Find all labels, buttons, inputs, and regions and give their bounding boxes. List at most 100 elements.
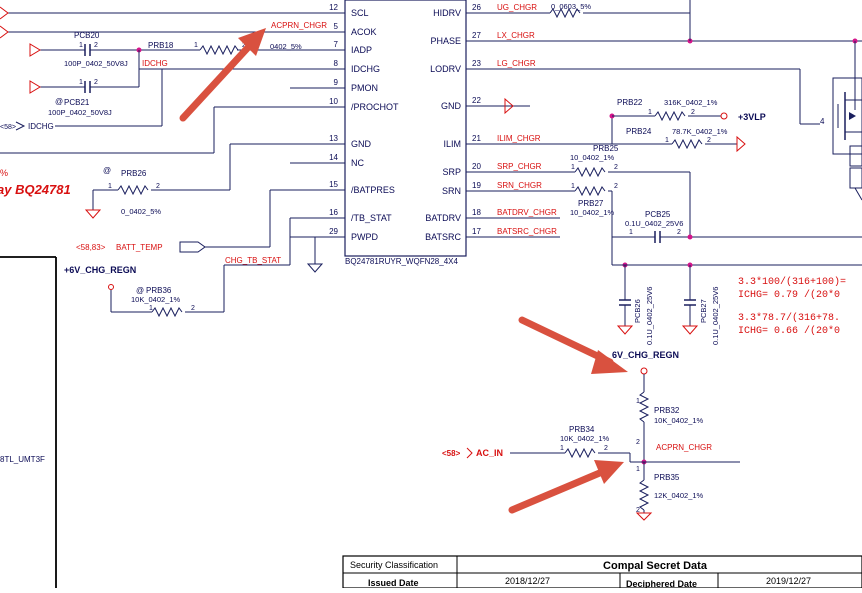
net-ilim: ILIM_CHGR [497,134,541,143]
net-acprn-top: ACPRN_CHGR [271,21,327,30]
prb22-pin2: 2 [691,109,695,116]
pcb20-value: 100P_0402_50V8J [64,59,128,68]
gnd-prb26 [84,209,102,219]
net-ac-in: AC_IN [476,448,503,458]
pin-num-19: 19 [472,181,481,190]
net-srn: SRN_CHGR [497,181,542,190]
net-idchg: IDCHG [142,59,168,68]
annotation-arrows [179,28,628,514]
prb32-pin1: 1 [636,398,640,405]
batt-temp-port [179,241,206,253]
charger-ic[interactable]: BQ24781RUYR_WQFN28_4X4 [344,0,467,266]
prb36-pin2: 2 [191,305,195,312]
prb26-resistor [117,184,149,196]
pin-name-batdrv: BATDRV [425,213,461,223]
net-lg: LG_CHGR [497,59,536,68]
formula-3: 3.3*78.7/(316+78. [738,312,840,324]
pin-num-20: 20 [472,162,481,171]
arrow-acprn [508,460,624,514]
prb32-pin2: 2 [636,439,640,446]
pin-num-15: 15 [329,180,338,189]
pin-num-21: 21 [472,134,481,143]
pin-num-8: 8 [334,59,339,68]
pin-name-lodrv: LODRV [430,64,461,74]
prb34-pin1: 1 [560,445,564,452]
pin-name-scl: SCL [351,8,369,18]
arrow-acok [179,28,266,122]
left-percent: % [0,168,8,178]
pcb21-pin1: 1 [79,79,83,86]
pin-num-16: 16 [329,208,338,217]
pin-num-26: 26 [472,3,481,12]
pin-num-22: 22 [472,96,481,105]
deciphered-label: Deciphered Date [626,579,697,588]
pcb21-at: @ [55,97,63,106]
formula-2: ICHG= 0.79 /(20*0 [738,289,840,301]
pin-num-18: 18 [472,208,481,217]
left-title: ay BQ24781 [0,182,71,197]
prb18-ref: PRB18 [148,41,174,50]
prb25-ref: PRB25 [593,144,619,153]
net-chg-tb-stat: CHG_TB_STAT [225,256,281,265]
pin-num-14: 14 [329,153,338,162]
pin-name-pwpd: PWPD [351,232,379,242]
pin-num-23: 23 [472,59,481,68]
prb18-pin1: 1 [194,42,198,49]
left-network: ACPRN_CHGR PCB20 1 2 100P_0402_50V8J PRB… [0,6,327,588]
pin-num-10: 10 [329,97,338,106]
pcb20-ref: PCB20 [74,31,100,40]
pcb21-value: 100P_0402_50V8J [48,108,112,117]
gnd-pcb20 [29,43,41,57]
prb24-resistor [671,138,703,150]
pin-num-9: 9 [334,78,339,87]
net-regn-left: +6V_CHG_REGN [64,265,136,275]
offpage-sda [0,25,9,39]
prb24-pin2: 2 [707,137,711,144]
pin-name-hidrv: HIDRV [433,8,461,18]
issued-date: 2018/12/27 [505,576,550,586]
pcb26-ref: PCB26 [633,299,642,323]
regn-source [108,284,114,290]
prb34-value: 10K_0402_1% [560,434,610,443]
idchg-ref-page: <58> [0,124,16,131]
net-regn-mid: 6V_CHG_REGN [612,350,679,360]
prb27-pin2: 2 [614,183,618,190]
prb35-pin2: 2 [636,507,640,514]
ic-part-number: BQ24781RUYR_WQFN28_4X4 [345,257,458,266]
net-3vlp: +3VLP [738,112,766,122]
prb24-value: 78.7K_0402_1% [672,127,728,136]
pcb27-ref: PCB27 [699,299,708,323]
net-ug: UG_CHGR [497,3,537,12]
pcb25-ref: PCB25 [645,210,671,219]
mosfet-gate-pin: 4 [820,117,825,126]
batt-temp-ref: <58,83> [76,243,106,252]
prb25-resistor [574,166,606,178]
ic-left-pins: 12 SCL 5 ACOK 7 IADP 8 IDCHG 9 PMON 10 /… [290,3,399,242]
prb26-value: 0_0402_5% [121,207,161,216]
pcb26-value: 0.1U_0402_25V6 [645,287,654,345]
security-label: Security Classification [350,560,438,570]
prb32-value: 10K_0402_1% [654,416,704,425]
pin-name-acok: ACOK [351,27,377,37]
gnd-prb35 [635,512,653,521]
gnd-pin22 [504,97,514,115]
prb36-pin1: 1 [149,305,153,312]
title-block: Security Classification Compal Secret Da… [342,555,862,589]
prb26-at: @ [103,166,111,175]
pin-name-srn: SRN [442,186,461,196]
ac-in-ref: <58> [442,449,461,458]
prb27-pin1: 1 [571,183,575,190]
prb24-ref: PRB24 [626,127,652,136]
prb36-ref: PRB36 [146,286,172,295]
formula-1: 3.3*100/(316+100)= [738,276,846,288]
prb34-pin2: 2 [604,445,608,452]
right-network: UG_CHGR 0_0603_5% LX_CHGR LG_CHGR 4 [497,0,862,345]
formula-4: ICHG= 0.66 /(20*0 [738,325,840,337]
issued-label: Issued Date [368,578,419,588]
pin-name-pmon: PMON [351,83,378,93]
offpage-scl [0,6,9,20]
prb26-ref: PRB26 [121,169,147,178]
part-fragment: 8TL_UMT3F [0,455,45,464]
